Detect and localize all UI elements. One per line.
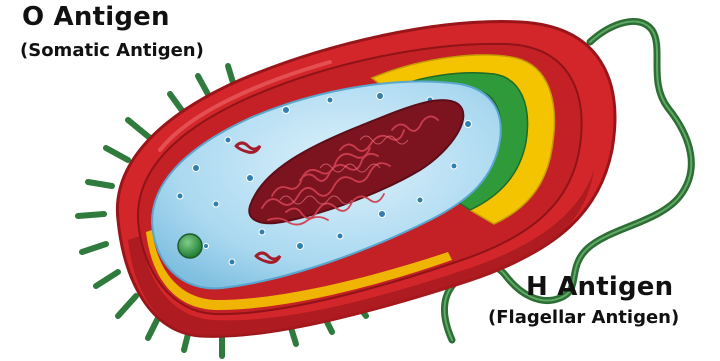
storage-granule — [178, 234, 202, 258]
h-antigen-subtitle: (Flagellar Antigen) — [488, 307, 679, 328]
o-antigen-subtitle: (Somatic Antigen) — [20, 40, 204, 61]
h-antigen-title: H Antigen — [526, 272, 673, 302]
o-antigen-title: O Antigen — [22, 2, 170, 32]
